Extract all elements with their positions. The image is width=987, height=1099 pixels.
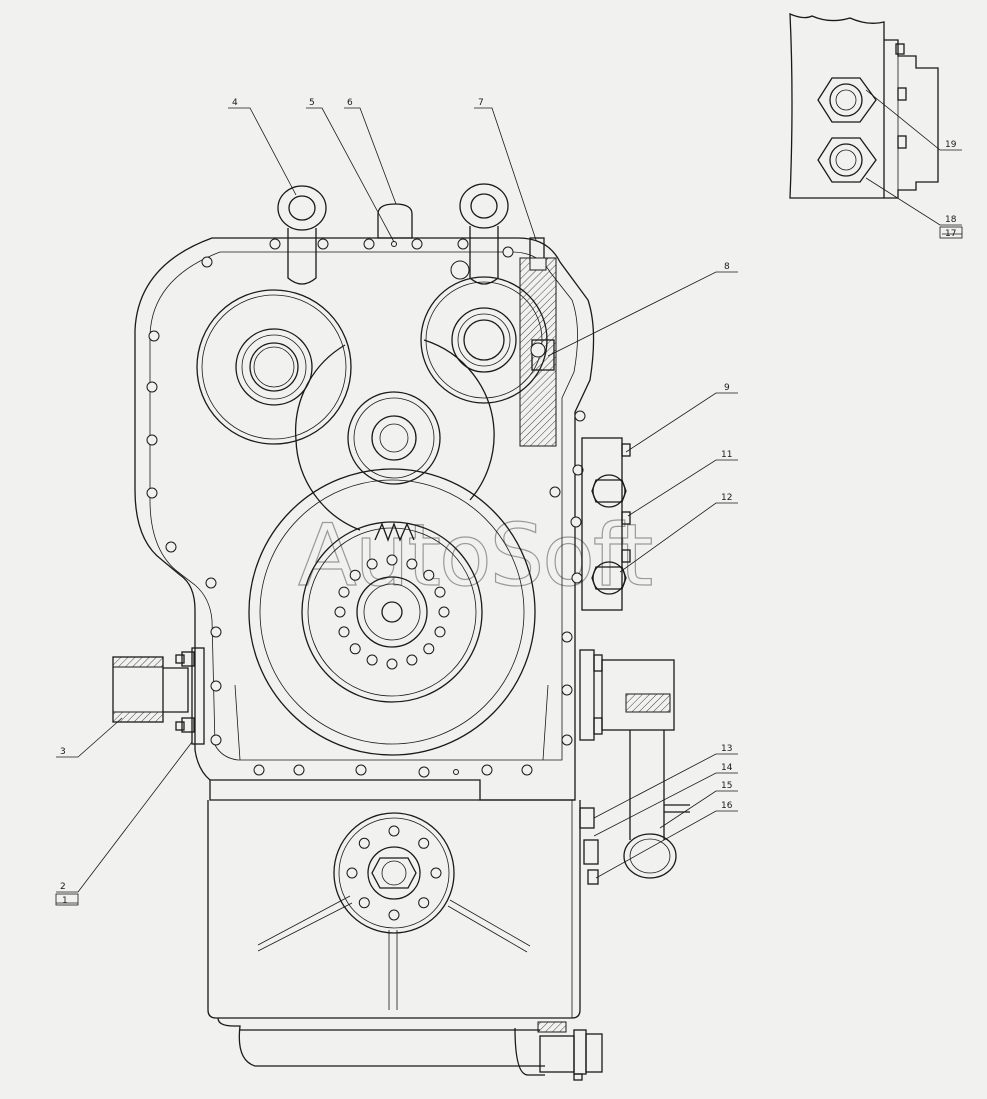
- shift-sleeve: [519, 237, 557, 447]
- hub-bolt: [386, 658, 398, 670]
- part-label-5: 5: [309, 98, 315, 108]
- upper-left-gear: [196, 289, 352, 445]
- hub-bolt: [338, 626, 350, 638]
- breather-cap: [377, 203, 413, 247]
- hub-bolt: [406, 654, 418, 666]
- right-filter-assembly: [579, 649, 690, 885]
- hub-bolt: [434, 626, 446, 638]
- part-number-labels: 4 5 6 7 8 9 11 12 13 14 15 16 3 2 1 19 1…: [60, 98, 957, 906]
- hub-bolt: [406, 558, 418, 570]
- flange-bolt: [418, 837, 430, 849]
- part-label-14: 14: [721, 763, 733, 773]
- part-label-9: 9: [724, 383, 730, 393]
- flange-bolt: [358, 897, 370, 909]
- perimeter-bolts: [146, 238, 586, 778]
- part-label-4: 4: [232, 98, 238, 108]
- control-valve-block: [581, 437, 631, 611]
- watermark-text: AutoSoft: [298, 506, 652, 606]
- flange-bolt: [388, 909, 400, 921]
- middle-gear: [294, 339, 495, 531]
- left-output-flange: [112, 647, 205, 745]
- hub-bolt-circle: [334, 554, 450, 670]
- leader-lines: [55, 89, 963, 906]
- flange-bolt: [388, 825, 400, 837]
- flange-bolt: [430, 867, 442, 879]
- part-label-11: 11: [721, 450, 732, 460]
- part-label-15: 15: [721, 781, 732, 791]
- part-label-16: 16: [721, 801, 733, 811]
- upper-housing: [134, 237, 595, 801]
- drain-fitting: [514, 1021, 603, 1081]
- flange-bolt: [346, 867, 358, 879]
- hub-bolt: [334, 606, 346, 618]
- detail-view-top-right: [789, 12, 939, 199]
- hub-bolt: [366, 558, 378, 570]
- part-label-3: 3: [60, 747, 66, 757]
- hub-bolt: [423, 643, 435, 655]
- part-label-13: 13: [721, 744, 732, 754]
- part-label-1: 1: [62, 896, 68, 906]
- hub-bolt: [349, 643, 361, 655]
- hub-bolt: [366, 654, 378, 666]
- hub-bolt: [423, 569, 435, 581]
- flange-bolt: [358, 837, 370, 849]
- hub-bolt: [338, 586, 350, 598]
- hub-bolt: [438, 606, 450, 618]
- part-label-7: 7: [478, 98, 484, 108]
- part-label-2: 2: [60, 882, 66, 892]
- hub-bolt: [349, 569, 361, 581]
- part-label-19: 19: [945, 140, 957, 150]
- part-label-6: 6: [347, 98, 353, 108]
- flange-bolt-circle: [346, 825, 442, 921]
- part-label-8: 8: [724, 262, 730, 272]
- lifting-eye-left: [277, 185, 327, 285]
- part-label-18: 18: [945, 215, 957, 225]
- large-output-gear: [234, 468, 549, 761]
- flange-bolt: [418, 897, 430, 909]
- part-label-17: 17: [945, 229, 956, 239]
- hub-bolt: [434, 586, 446, 598]
- lower-housing: [207, 800, 581, 1067]
- part-label-12: 12: [721, 493, 732, 503]
- hub-bolt: [386, 554, 398, 566]
